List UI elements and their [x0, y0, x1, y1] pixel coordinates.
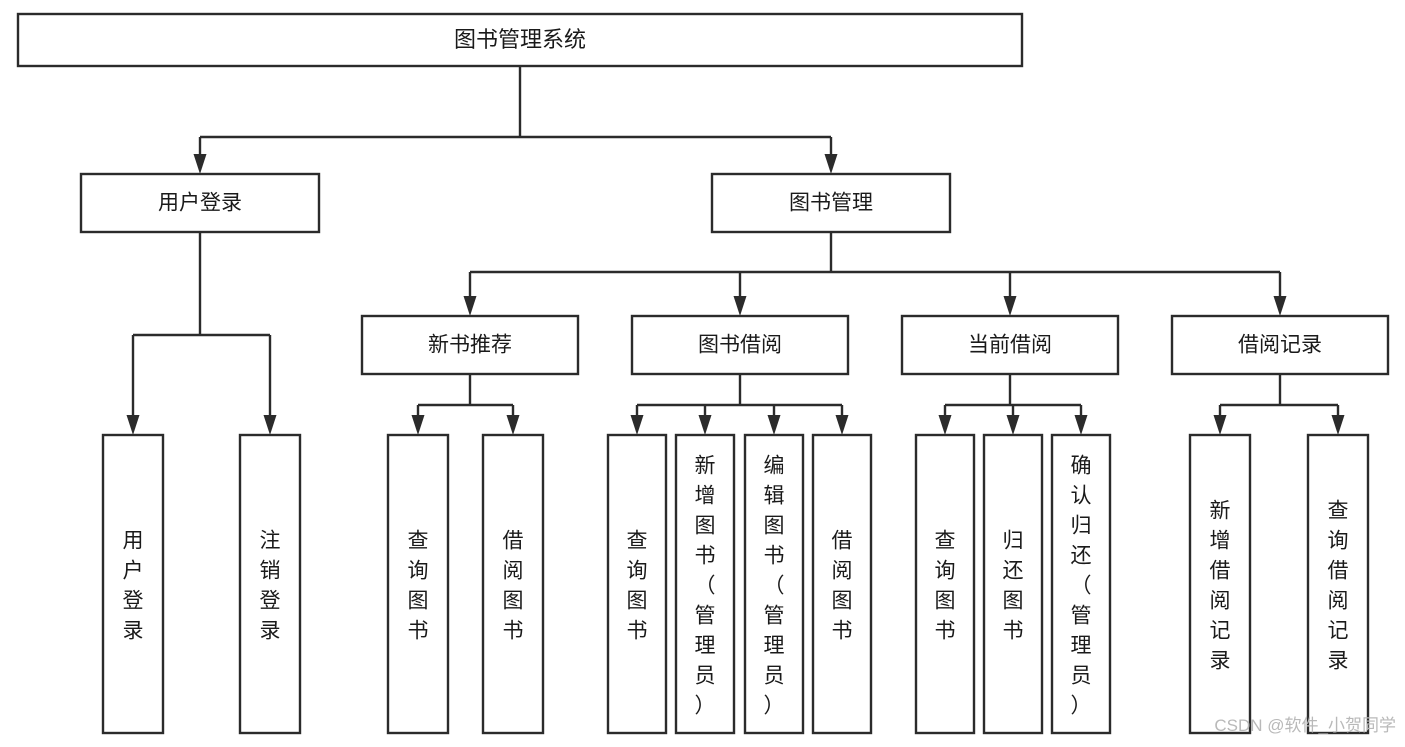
arrow-head-icon [835, 415, 849, 435]
node-label-leaf-add-book-admin: 新增图书（管理员） [695, 454, 716, 717]
node-box-book-management[interactable] [710, 172, 952, 234]
node-label-new-book-recommend: 新书推荐 [428, 334, 512, 357]
node-leaf-borrow-book[interactable]: 借阅图书 [811, 433, 873, 735]
node-leaf-add-borrow-record[interactable]: 新增借阅记录 [1188, 433, 1252, 735]
node-book-management[interactable]: 图书管理 [710, 172, 952, 234]
node-label-leaf-borrow-book-recommend: 借阅图书 [503, 529, 524, 642]
node-book-borrow[interactable]: 图书借阅 [630, 314, 850, 376]
node-label-leaf-logout-login: 注销登录 [260, 529, 281, 642]
connector-record-to-leaves [1213, 374, 1345, 435]
node-box-leaf-query-borrow-record[interactable] [1306, 433, 1370, 735]
node-label-leaf-query-borrow-record: 查询借阅记录 [1328, 499, 1349, 672]
node-layer: 图书管理系统用户登录图书管理新书推荐图书借阅当前借阅借阅记录用户登录注销登录查询… [16, 12, 1390, 735]
node-label-leaf-borrow-book: 借阅图书 [832, 529, 853, 642]
node-label-leaf-confirm-return-admin: 确认归还（管理员） [1071, 454, 1092, 717]
arrow-head-icon [698, 415, 712, 435]
node-box-leaf-add-book-admin[interactable] [674, 433, 736, 735]
arrow-head-icon [630, 415, 644, 435]
node-leaf-edit-book-admin[interactable]: 编辑图书（管理员） [743, 433, 805, 735]
node-root[interactable]: 图书管理系统 [16, 12, 1024, 68]
node-box-leaf-return-book[interactable] [982, 433, 1044, 735]
node-leaf-query-borrow-record[interactable]: 查询借阅记录 [1306, 433, 1370, 735]
node-leaf-logout-login[interactable]: 注销登录 [238, 433, 302, 735]
arrow-head-icon [767, 415, 781, 435]
node-label-leaf-add-borrow-record: 新增借阅记录 [1210, 499, 1231, 672]
connector-layer [126, 66, 1345, 435]
node-box-current-borrow[interactable] [900, 314, 1120, 376]
arrow-head-icon [506, 415, 520, 435]
connector-recommend-to-leaves [411, 374, 520, 435]
node-leaf-query-book-current[interactable]: 查询图书 [914, 433, 976, 735]
connector-current-to-leaves [938, 374, 1088, 435]
arrow-head-icon [733, 296, 747, 316]
arrow-head-icon [463, 296, 477, 316]
arrow-head-icon [1213, 415, 1227, 435]
node-box-leaf-query-book-recommend[interactable] [386, 433, 450, 735]
arrow-head-icon [824, 154, 838, 174]
node-box-leaf-confirm-return-admin[interactable] [1050, 433, 1112, 735]
node-leaf-borrow-book-recommend[interactable]: 借阅图书 [481, 433, 545, 735]
node-label-root: 图书管理系统 [454, 27, 586, 52]
watermark-label: CSDN @软件_小贺同学 [1214, 716, 1396, 735]
node-label-book-borrow: 图书借阅 [698, 334, 782, 357]
arrow-head-icon [1273, 296, 1287, 316]
connector-borrow-to-leaves [630, 374, 849, 435]
node-current-borrow[interactable]: 当前借阅 [900, 314, 1120, 376]
node-leaf-user-login[interactable]: 用户登录 [101, 433, 165, 735]
connector-root-to-level1 [193, 66, 838, 174]
node-box-root[interactable] [16, 12, 1024, 68]
node-borrow-record[interactable]: 借阅记录 [1170, 314, 1390, 376]
arrow-head-icon [1003, 296, 1017, 316]
node-box-leaf-query-book-borrow[interactable] [606, 433, 668, 735]
connector-user-login-to-leaves [126, 232, 277, 435]
arrow-head-icon [1074, 415, 1088, 435]
arrow-head-icon [938, 415, 952, 435]
node-label-book-management: 图书管理 [789, 192, 873, 215]
node-box-leaf-add-borrow-record[interactable] [1188, 433, 1252, 735]
node-label-leaf-query-book-current: 查询图书 [935, 529, 956, 642]
node-leaf-return-book[interactable]: 归还图书 [982, 433, 1044, 735]
node-label-user-login: 用户登录 [158, 192, 242, 215]
node-box-user-login[interactable] [79, 172, 321, 234]
node-box-book-borrow[interactable] [630, 314, 850, 376]
node-label-current-borrow: 当前借阅 [968, 334, 1052, 357]
arrow-head-icon [263, 415, 277, 435]
node-leaf-query-book-borrow[interactable]: 查询图书 [606, 433, 668, 735]
node-leaf-query-book-recommend[interactable]: 查询图书 [386, 433, 450, 735]
arrow-head-icon [411, 415, 425, 435]
arrow-head-icon [1331, 415, 1345, 435]
arrow-head-icon [126, 415, 140, 435]
node-label-borrow-record: 借阅记录 [1238, 334, 1322, 357]
node-box-leaf-borrow-book-recommend[interactable] [481, 433, 545, 735]
node-new-book-recommend[interactable]: 新书推荐 [360, 314, 580, 376]
node-box-leaf-edit-book-admin[interactable] [743, 433, 805, 735]
node-label-leaf-return-book: 归还图书 [1003, 529, 1024, 642]
node-box-borrow-record[interactable] [1170, 314, 1390, 376]
node-box-new-book-recommend[interactable] [360, 314, 580, 376]
node-leaf-confirm-return-admin[interactable]: 确认归还（管理员） [1050, 433, 1112, 735]
arrow-head-icon [1006, 415, 1020, 435]
node-box-leaf-query-book-current[interactable] [914, 433, 976, 735]
node-user-login[interactable]: 用户登录 [79, 172, 321, 234]
node-label-leaf-user-login: 用户登录 [123, 529, 144, 642]
node-label-leaf-query-book-recommend: 查询图书 [408, 529, 429, 642]
arrow-head-icon [193, 154, 207, 174]
node-box-leaf-logout-login[interactable] [238, 433, 302, 735]
node-leaf-add-book-admin[interactable]: 新增图书（管理员） [674, 433, 736, 735]
connector-book-mgmt-to-level2 [463, 232, 1287, 316]
node-label-leaf-query-book-borrow: 查询图书 [627, 529, 648, 642]
node-box-leaf-borrow-book[interactable] [811, 433, 873, 735]
node-box-leaf-user-login[interactable] [101, 433, 165, 735]
node-label-leaf-edit-book-admin: 编辑图书（管理员） [764, 454, 785, 717]
